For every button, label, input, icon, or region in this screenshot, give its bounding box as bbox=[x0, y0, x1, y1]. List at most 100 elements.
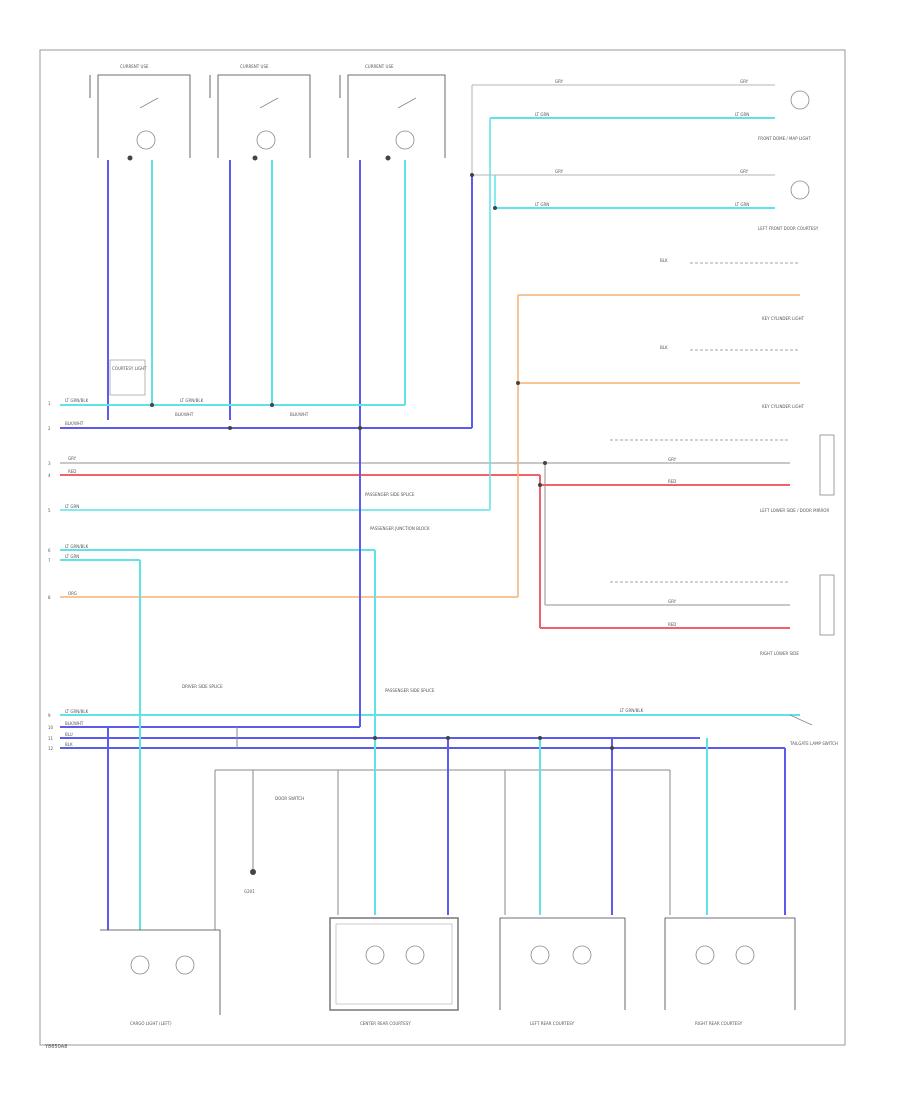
connector-block-3: CURRENT USE bbox=[339, 64, 446, 161]
component-label: CARGO LIGHT (LEFT) bbox=[130, 1021, 172, 1026]
bottom-drops bbox=[107, 560, 786, 930]
wire-label: LT GRN/BLK bbox=[65, 398, 89, 403]
connector-label: CURRENT USE bbox=[240, 64, 269, 69]
wire-label: LT GRN bbox=[535, 202, 549, 207]
wire-label: RED bbox=[668, 479, 676, 484]
component-label: DOOR SWITCH bbox=[275, 796, 304, 801]
wire-label: LT GRN bbox=[65, 554, 79, 559]
component-label: FRONT DOME / MAP LIGHT bbox=[758, 136, 811, 141]
lamp-icon bbox=[136, 130, 156, 150]
pin-label: 11 bbox=[48, 736, 54, 741]
component-label: RIGHT LOWER SIDE bbox=[760, 651, 799, 656]
wire-label: ORG bbox=[68, 591, 77, 596]
wire-label: LT GRN bbox=[535, 112, 549, 117]
ground-symbol: G201 DOOR SWITCH bbox=[244, 796, 304, 894]
wire-label: BLK bbox=[65, 742, 73, 747]
wire-label: GRY bbox=[555, 79, 564, 84]
ground-dot-icon bbox=[252, 155, 258, 161]
right-mid-wires: LEFT LOWER SIDE / DOOR MIRROR RIGHT LOWE… bbox=[540, 434, 835, 656]
wire-label: LT GRN bbox=[735, 112, 749, 117]
wire-label: GRY bbox=[668, 457, 677, 462]
courtesy-box: COURTESY LIGHT bbox=[109, 359, 147, 396]
component-label: KEY CYLINDER LIGHT bbox=[762, 316, 805, 321]
junction-dots bbox=[150, 173, 614, 750]
lamp-assembly-2: CENTER REAR COURTESY bbox=[329, 917, 459, 1026]
diagram-border bbox=[39, 49, 846, 1046]
wire-label: GRY bbox=[68, 456, 77, 461]
lamp-icon bbox=[405, 945, 425, 965]
tailgate-switch: TAILGATE LAMP SWITCH LT GRN/BLK bbox=[620, 708, 838, 746]
wire-label: LT GRN/BLK bbox=[65, 544, 89, 549]
wire-label: LT GRN/BLK bbox=[620, 708, 644, 713]
bus-wire-labels: LT GRN/BLK LT GRN/BLK BLK/WHT BLK/WHT BL… bbox=[65, 398, 309, 747]
lamp-icon bbox=[790, 180, 810, 200]
wire-label: BLK bbox=[660, 258, 668, 263]
lamp-icon bbox=[572, 945, 592, 965]
pin-label: 8 bbox=[48, 595, 51, 600]
pin-label: 4 bbox=[48, 473, 51, 478]
splice-label: PASSENGER SIDE SPLICE bbox=[385, 688, 435, 693]
footer-code: Y8650A8 bbox=[44, 1044, 67, 1050]
lamp-icon bbox=[395, 130, 415, 150]
pin-label: 6 bbox=[48, 548, 51, 553]
pin-label: 5 bbox=[48, 508, 51, 513]
pin-label: 12 bbox=[48, 746, 54, 751]
ground-label: G201 bbox=[244, 889, 255, 894]
component-label: CENTER REAR COURTESY bbox=[360, 1021, 411, 1026]
splice-label: DRIVER SIDE SPLICE bbox=[182, 684, 223, 689]
wire-label: GRY bbox=[555, 169, 564, 174]
wire-label: LT GRN bbox=[65, 504, 79, 509]
lamp-icon bbox=[365, 945, 385, 965]
middle-trunks bbox=[359, 85, 546, 727]
wire-label: BLK/WHT bbox=[175, 412, 194, 417]
wire-label: LT GRN bbox=[735, 202, 749, 207]
lamp-icon bbox=[130, 955, 150, 975]
wire-label: GRY bbox=[740, 79, 749, 84]
ground-dot-icon bbox=[127, 155, 133, 161]
pin-label: 1 bbox=[48, 401, 51, 406]
lamp-icon bbox=[695, 945, 715, 965]
lamp-assembly-1: CARGO LIGHT (LEFT) bbox=[100, 929, 221, 1026]
splice-labels: PASSENGER SIDE SPLICE PASSENGER JUNCTION… bbox=[182, 492, 435, 693]
wire-label: BLK/WHT bbox=[65, 721, 84, 726]
right-top-wires: GRY GRY LT GRN LT GRN GRY GRY LT GRN LT … bbox=[472, 79, 819, 231]
connector-block-2: CURRENT USE bbox=[209, 64, 311, 161]
wire-label: BLU bbox=[65, 732, 73, 737]
component-label: LEFT REAR COURTESY bbox=[530, 1021, 575, 1026]
connector-label: CURRENT USE bbox=[120, 64, 149, 69]
component-label: TAILGATE LAMP SWITCH bbox=[789, 741, 838, 746]
wire-label: RED bbox=[668, 622, 676, 627]
horizontal-buses bbox=[60, 404, 800, 749]
component-label: LEFT LOWER SIDE / DOOR MIRROR bbox=[760, 508, 829, 513]
wire-label: BLK/WHT bbox=[290, 412, 309, 417]
left-pin-labels: 1 2 3 4 5 6 7 8 9 10 11 12 bbox=[48, 401, 54, 751]
pin-label: 9 bbox=[48, 713, 51, 718]
wire-label: LT GRN/BLK bbox=[180, 398, 204, 403]
lamp-icon bbox=[256, 130, 276, 150]
lamp-icon bbox=[175, 955, 195, 975]
orange-branches: KEY CYLINDER LIGHT KEY CYLINDER LIGHT BL… bbox=[518, 258, 805, 409]
component-label: LEFT FRONT DOOR COURTESY bbox=[758, 226, 819, 231]
lamp-icon bbox=[735, 945, 755, 965]
splice-label: PASSENGER SIDE SPLICE bbox=[365, 492, 415, 497]
connector-label: CURRENT USE bbox=[365, 64, 394, 69]
wire-drops-top bbox=[107, 160, 406, 420]
lamp-icon bbox=[790, 90, 810, 110]
wire-label: RED bbox=[68, 469, 76, 474]
ground-dot-icon bbox=[385, 155, 391, 161]
wire-label: BLK/WHT bbox=[65, 421, 84, 426]
pin-label: 7 bbox=[48, 558, 51, 563]
courtesy-label: COURTESY LIGHT bbox=[112, 366, 147, 371]
lamp-assembly-3: LEFT REAR COURTESY bbox=[499, 917, 626, 1026]
splice-label: PASSENGER JUNCTION BLOCK bbox=[370, 526, 430, 531]
wire-label: GRY bbox=[740, 169, 749, 174]
pin-label: 3 bbox=[48, 461, 51, 466]
component-label: RIGHT REAR COURTESY bbox=[695, 1021, 743, 1026]
component-label: KEY CYLINDER LIGHT bbox=[762, 404, 805, 409]
wire-label: BLK bbox=[660, 345, 668, 350]
pin-label: 10 bbox=[48, 725, 54, 730]
wire-label: GRY bbox=[668, 599, 677, 604]
ground-dot-icon bbox=[250, 869, 256, 875]
